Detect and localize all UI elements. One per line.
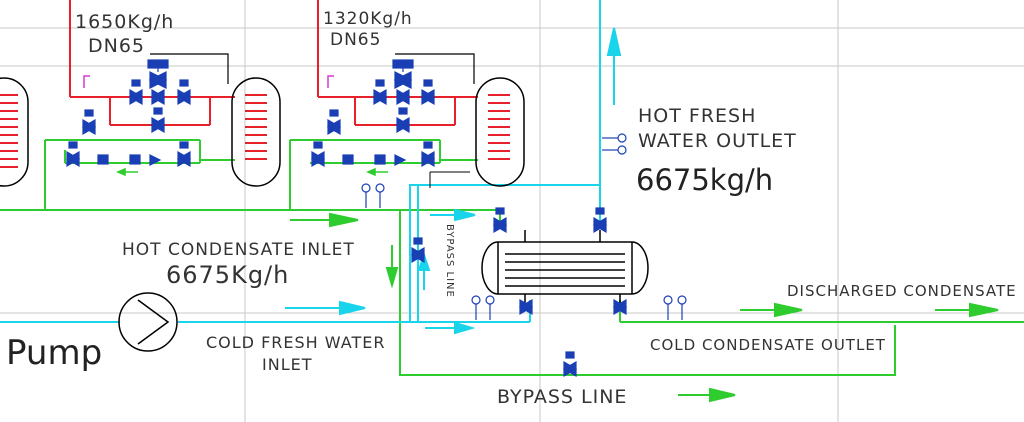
gate-valve-icon bbox=[612, 298, 628, 316]
gate-valve-icon bbox=[492, 207, 508, 234]
arrow-down-icon bbox=[385, 245, 399, 289]
equipment bbox=[0, 53, 649, 352]
dn-label-mid: DN65 bbox=[330, 30, 381, 50]
cold-fresh-label-1: COLD FRESH WATER bbox=[206, 333, 385, 352]
gauge-icon bbox=[361, 183, 385, 208]
arrow-left-icon bbox=[116, 167, 138, 177]
heater-left bbox=[0, 77, 29, 187]
gate-valve-icon bbox=[176, 79, 192, 106]
pump-symbol bbox=[118, 292, 178, 352]
gate-valve-icon bbox=[326, 109, 342, 136]
instrument-tags bbox=[83, 75, 334, 88]
control-valve-icon bbox=[392, 59, 414, 89]
gate-valve-icon bbox=[150, 88, 166, 106]
flow-label-left: 1650Kg/h bbox=[75, 11, 174, 33]
gate-valve-icon bbox=[65, 141, 81, 168]
arrow-right-icon bbox=[425, 321, 476, 335]
gate-valve-icon bbox=[562, 351, 578, 378]
hot-fresh-flow: 6675kg/h bbox=[636, 163, 773, 197]
bypass-bottom-label: BYPASS LINE bbox=[497, 386, 627, 408]
flow-label-mid: 1320Kg/h bbox=[323, 9, 413, 29]
arrow-right-icon bbox=[678, 387, 736, 403]
gate-valve-icon bbox=[81, 109, 97, 136]
flow-arrows bbox=[116, 27, 999, 403]
trap-icon bbox=[342, 154, 407, 166]
arrow-right-icon bbox=[430, 208, 476, 222]
hot-condensate-flow: 6675Kg/h bbox=[166, 261, 289, 289]
gate-valve-icon bbox=[128, 79, 144, 106]
cold-fresh-label-2: INLET bbox=[262, 355, 312, 374]
hot-fresh-label-2: WATER OUTLET bbox=[638, 130, 797, 152]
discharged-condensate-label: DISCHARGED CONDENSATE bbox=[787, 282, 1017, 300]
shell-tube-heat-exchanger bbox=[481, 230, 649, 304]
labels: 1650Kg/h DN65 1320Kg/h DN65 HOT FRESH WA… bbox=[6, 9, 1017, 408]
valves bbox=[65, 59, 687, 378]
bypass-vertical-label: BYPASS LINE bbox=[444, 224, 455, 298]
gate-valve-icon bbox=[410, 237, 426, 264]
gate-valve-icon bbox=[420, 141, 436, 168]
gate-valve-icon bbox=[395, 107, 411, 134]
hot-fresh-label-1: HOT FRESH bbox=[638, 105, 756, 127]
gauge-icon bbox=[602, 133, 627, 155]
pump-label: Pump bbox=[6, 333, 102, 373]
control-valve-icon bbox=[147, 59, 169, 89]
arrow-right-icon bbox=[935, 302, 999, 318]
arrow-left-icon bbox=[366, 167, 388, 177]
heater-mid bbox=[231, 77, 281, 187]
cold-condensate-outlet-label: COLD CONDENSATE OUTLET bbox=[650, 336, 886, 354]
gate-valve-icon bbox=[310, 141, 326, 168]
gauge-icon bbox=[471, 295, 495, 320]
gate-valve-icon bbox=[176, 141, 192, 168]
trap-icon bbox=[97, 154, 162, 166]
arrow-right-icon bbox=[290, 212, 359, 228]
arrow-right-icon bbox=[285, 300, 366, 316]
dn-label-left: DN65 bbox=[88, 35, 145, 57]
gate-valve-icon bbox=[395, 88, 411, 106]
gate-valve-icon bbox=[592, 207, 608, 234]
gate-valve-icon bbox=[150, 107, 166, 134]
gauge-icon bbox=[663, 295, 687, 320]
gate-valve-icon bbox=[518, 298, 534, 316]
arrow-up-icon bbox=[606, 27, 622, 105]
gate-valve-icon bbox=[420, 79, 436, 106]
gate-valve-icon bbox=[372, 79, 388, 106]
arrow-right-icon bbox=[740, 302, 803, 318]
hot-condensate-inlet-label: HOT CONDENSATE INLET bbox=[122, 240, 355, 260]
heater-right bbox=[475, 77, 525, 187]
